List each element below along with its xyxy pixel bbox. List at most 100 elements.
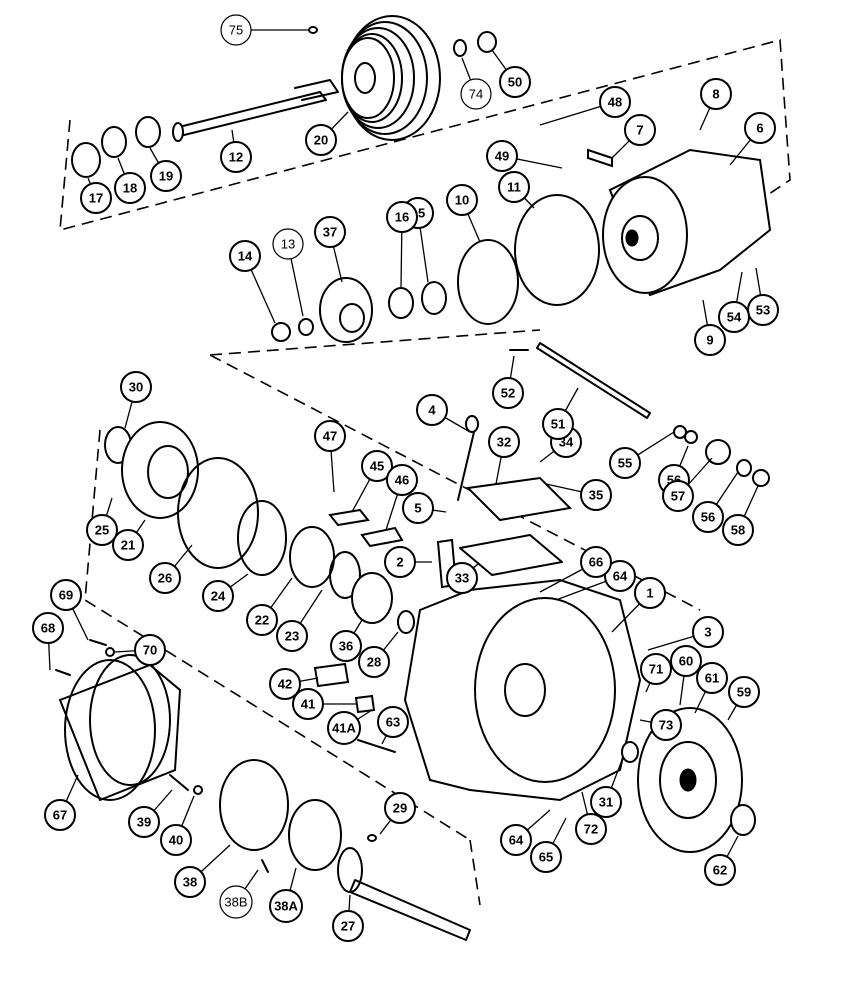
callout-label: 50	[508, 75, 522, 90]
callout-c21: 21	[112, 529, 144, 561]
callout-c24: 24	[202, 580, 234, 612]
callout-circle	[604, 560, 636, 592]
bearing-cone-18	[101, 126, 127, 158]
callout-circle	[530, 841, 562, 873]
callout-circle	[150, 160, 182, 192]
callout-c55: 55	[609, 447, 641, 479]
callout-circle	[50, 579, 82, 611]
callout-label: 28	[367, 655, 381, 670]
gasket-33	[459, 534, 563, 576]
callout-label: 21	[121, 538, 135, 553]
callout-c33: 33	[446, 562, 478, 594]
linkage-rod	[536, 342, 651, 419]
callout-circle	[692, 501, 724, 533]
callout-c16: 16	[386, 201, 418, 233]
callout-label: 67	[53, 808, 67, 823]
tube-63	[357, 739, 396, 753]
nut-50	[477, 31, 497, 53]
callout-circle	[32, 612, 64, 644]
callout-circle	[692, 616, 724, 648]
callout-label: 64	[613, 569, 628, 584]
callout-label: 66	[589, 555, 603, 570]
callout-label: 10	[455, 193, 469, 208]
seal-19	[135, 116, 161, 148]
callout-circle	[149, 562, 181, 594]
callout-label: 7	[636, 123, 643, 138]
callout-c52: 52	[492, 377, 524, 409]
callout-circle	[272, 228, 304, 260]
callout-circle	[580, 479, 612, 511]
callout-c28: 28	[358, 646, 390, 678]
callout-circle	[386, 201, 418, 233]
callout-c8: 8	[700, 78, 732, 110]
callout-c69: 69	[50, 579, 82, 611]
callout-label: 55	[618, 456, 632, 471]
callout-label: 12	[229, 150, 243, 165]
callout-c63: 63	[377, 706, 409, 738]
bearing-22	[289, 526, 335, 588]
nut-14	[271, 322, 291, 342]
callout-circle	[86, 514, 118, 546]
callout-circle	[624, 114, 656, 146]
callout-label: 2	[396, 555, 403, 570]
callout-circle	[361, 450, 393, 482]
callout-circle	[202, 580, 234, 612]
bell-housing	[58, 654, 182, 802]
callout-label: 9	[706, 333, 713, 348]
callout-label: 75	[229, 23, 243, 38]
callout-label: 31	[599, 795, 613, 810]
callout-circle	[314, 420, 346, 452]
upper-group-boundary	[59, 38, 791, 232]
callout-label: 38B	[224, 895, 247, 910]
callout-c72: 72	[575, 813, 607, 845]
callout-label: 8	[712, 87, 719, 102]
callout-c13: 13	[272, 228, 304, 260]
callout-circle	[80, 182, 112, 214]
callout-c36: 36	[330, 630, 362, 662]
callout-c6: 6	[744, 112, 776, 144]
callout-c37: 37	[314, 216, 346, 248]
callout-label: 45	[370, 459, 384, 474]
callout-c51: 51	[542, 408, 574, 440]
callout-label: 35	[589, 488, 603, 503]
callout-label: 51	[551, 417, 565, 432]
callout-circle	[269, 668, 301, 700]
callout-circle	[386, 464, 418, 496]
callout-circle	[609, 447, 641, 479]
callout-c38B: 38B	[219, 885, 253, 919]
callout-c5: 5	[402, 492, 434, 524]
callout-c42: 42	[269, 668, 301, 700]
callout-circle	[718, 301, 750, 333]
o-ring-24	[237, 500, 287, 576]
callout-c60: 60	[670, 645, 702, 677]
callout-circle	[269, 889, 303, 923]
callout-c70: 70	[134, 634, 166, 666]
callout-label: 72	[584, 822, 598, 837]
callout-c61: 61	[696, 662, 728, 694]
lower-group-boundary	[469, 839, 481, 906]
callout-label: 26	[158, 571, 172, 586]
callout-circle	[160, 824, 192, 856]
callout-circle	[358, 646, 390, 678]
callout-c54: 54	[718, 301, 750, 333]
callout-label: 38	[183, 875, 197, 890]
callout-circle	[128, 806, 160, 838]
callout-c57: 57	[662, 480, 694, 512]
callout-c59: 59	[728, 676, 760, 708]
callout-c3: 3	[692, 616, 724, 648]
callout-circle	[634, 577, 666, 609]
callout-label: 6	[756, 121, 763, 136]
callout-label: 24	[211, 589, 226, 604]
callout-c29: 29	[384, 792, 416, 824]
callout-c45: 45	[361, 450, 393, 482]
callout-label: 5	[414, 501, 421, 516]
callout-circle	[332, 910, 364, 942]
callout-circle	[662, 480, 694, 512]
callout-circle	[314, 216, 346, 248]
washer-40	[193, 785, 203, 795]
callout-label: 48	[608, 95, 622, 110]
callout-c32: 32	[488, 426, 520, 458]
callout-label: 65	[539, 850, 553, 865]
washer-56b	[736, 459, 752, 477]
